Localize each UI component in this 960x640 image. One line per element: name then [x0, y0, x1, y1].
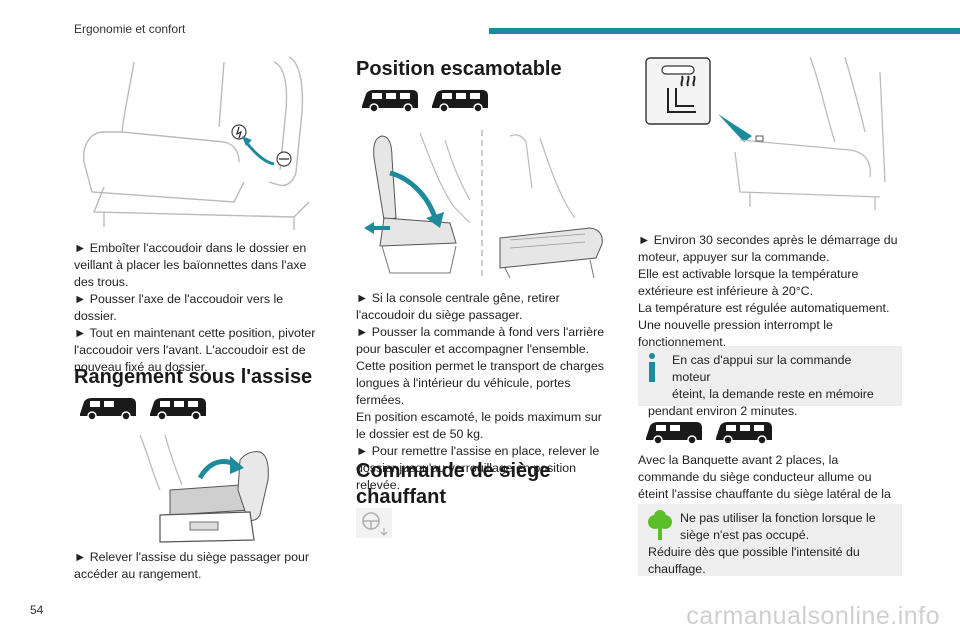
header-accent-bar: [489, 28, 960, 34]
info-note: En cas d'appui sur la commande moteur ét…: [638, 346, 902, 418]
info-icon: [649, 353, 655, 382]
heated-seat-heading: Commande de siège chauffant: [356, 460, 551, 508]
van-icons-storage: [80, 398, 206, 421]
eco-tree-icon: [648, 510, 672, 540]
fold-heading: Position escamotable: [356, 58, 562, 80]
armrest-step-1: ► Emboîter l'accoudoir dans le dossier e…: [74, 241, 307, 289]
fold-step-3: Cette position permet le transport de ch…: [356, 359, 604, 407]
heated-step-3: La température est régulée automatiqueme…: [638, 301, 890, 315]
fold-step-2: ► Pousser la commande à fond vers l'arri…: [356, 325, 605, 356]
watermark: carmanualsonline.info: [686, 602, 940, 630]
fold-illustration: [364, 130, 603, 278]
info-note-line-3: pendant environ 2 minutes.: [648, 404, 798, 418]
fold-step-4: En position escamoté, le poids maximum s…: [356, 410, 602, 441]
heated-step-2: Elle est activable lorsque la températur…: [638, 267, 859, 298]
eco-note-line-1: Ne pas utiliser la fonction lorsque le: [680, 511, 876, 525]
van-icons-bench: [646, 422, 772, 445]
armrest-step-3: ► Tout en maintenant cette position, piv…: [74, 326, 316, 374]
armrest-illustration: [82, 56, 310, 230]
eco-note-line-2: siège n'est pas occupé.: [680, 528, 810, 542]
heated-seat-illustration: [645, 56, 886, 210]
heated-seat-button: [645, 57, 711, 125]
fold-step-5: ► Pour remettre l'assise en place, relev…: [356, 444, 600, 492]
section-title: Ergonomie et confort: [74, 22, 186, 36]
fold-step-1: ► Si la console centrale gêne, retirer l…: [356, 291, 560, 322]
steering-wheel-icon: [356, 508, 392, 538]
heated-step-4: Une nouvelle pression interrompt le fonc…: [638, 318, 833, 349]
info-note-line-2: éteint, la demande reste en mémoire: [672, 387, 874, 401]
storage-heading: Rangement sous l'assise: [74, 366, 313, 388]
van-icons-fold: [362, 90, 488, 113]
page-number: 54: [30, 603, 44, 617]
eco-note-line-3: Réduire dès que possible l'intensité du …: [648, 545, 860, 576]
eco-note: Ne pas utiliser la fonction lorsque le s…: [638, 504, 902, 576]
armrest-step-2: ► Pousser l'axe de l'accoudoir vers le d…: [74, 292, 284, 323]
storage-step: ► Relever l'assise du siège passager pou…: [74, 550, 310, 581]
storage-illustration: [139, 434, 269, 543]
heated-step-1: ► Environ 30 secondes après le démarrage…: [638, 233, 898, 264]
bench-text: Avec la Banquette avant 2 places, la com…: [638, 453, 891, 518]
info-note-line-1: En cas d'appui sur la commande moteur: [672, 353, 852, 384]
